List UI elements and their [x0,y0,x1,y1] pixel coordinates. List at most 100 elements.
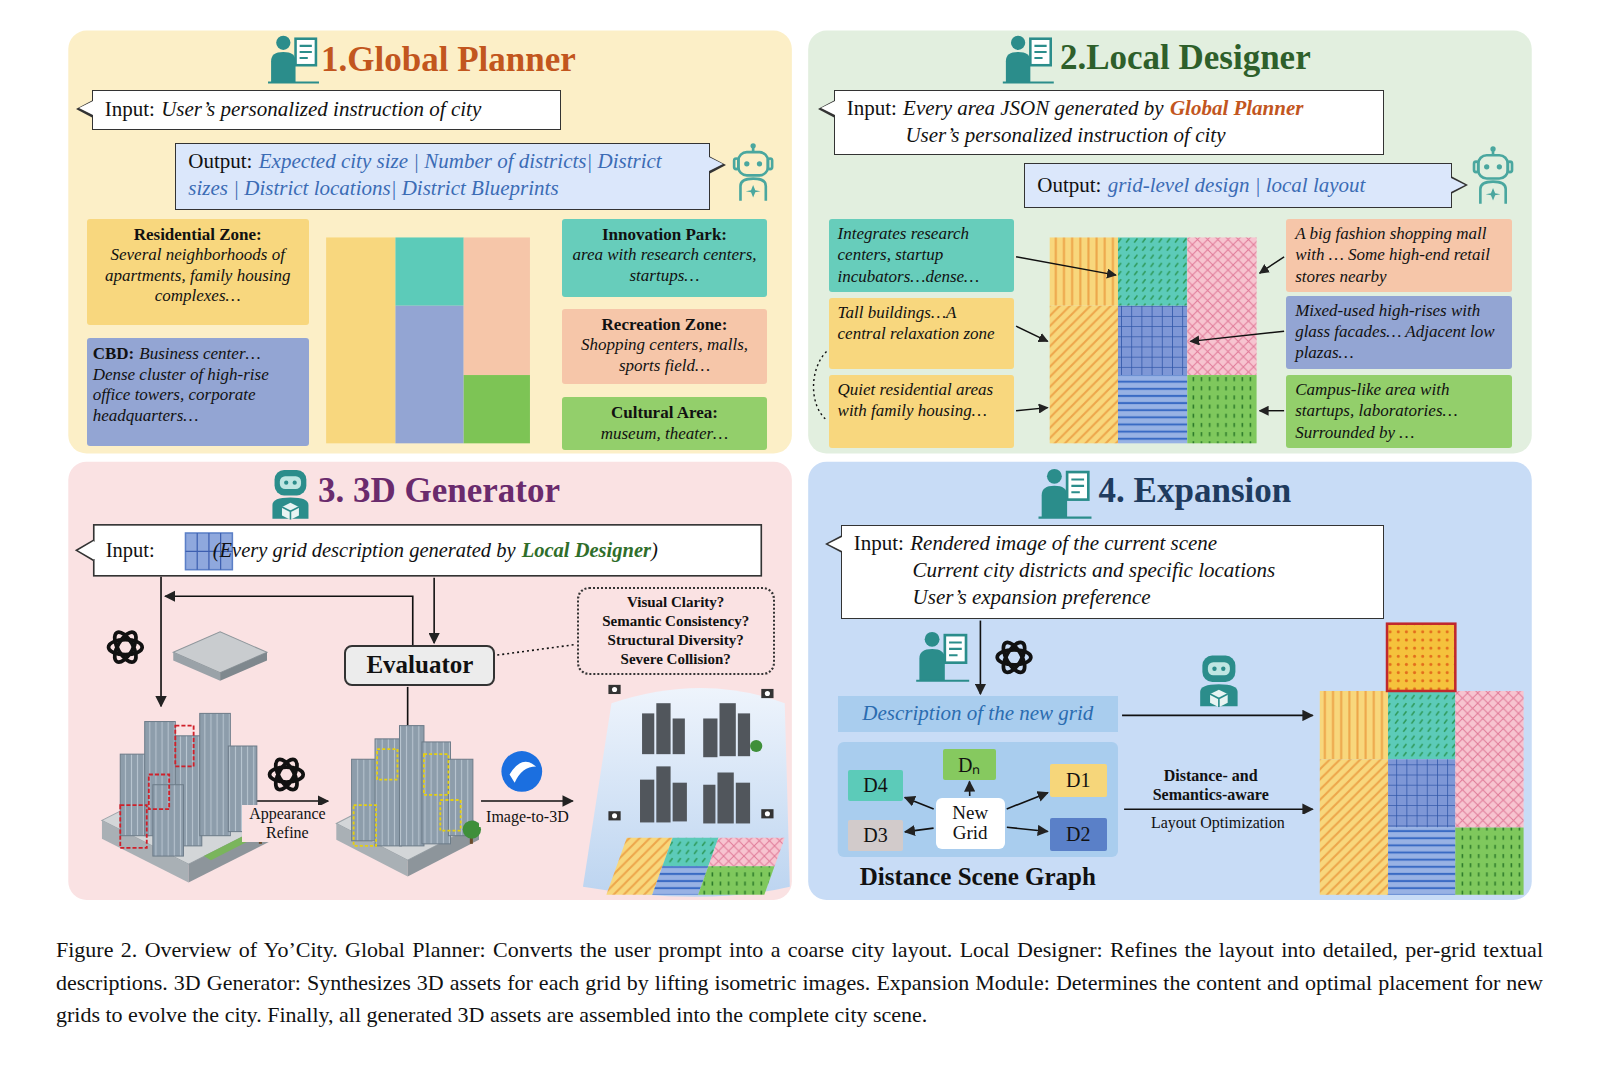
illustration-part [268,36,319,83]
illustration-part [1320,691,1388,759]
illustration-part [481,800,573,802]
illustration-part [326,237,395,443]
illustration-part [765,691,770,696]
figure-caption: Figure 2. Overview of Yo’City. Global Pl… [56,934,1543,1032]
coarse-city-layout [326,237,530,443]
illustration-part [395,306,463,444]
illustration-part [612,687,770,818]
illustration-part [608,685,620,694]
node-text: Evaluator [366,651,473,679]
node-text: Severe Collision? [583,650,769,669]
node-text: (Every grid description generated by [213,537,516,564]
illustration-part [703,718,717,757]
panel-title: 4. Expansion [1099,470,1292,512]
node-text: Structural Diversity? [583,631,769,650]
panel-grounds [68,31,1531,900]
illustration-part [612,687,617,692]
illustration-part [1474,146,1512,204]
node-text: Semantic Consistency? [583,612,769,631]
node-text: User’s personalized instruction of city [905,122,1371,149]
illustration-part [1388,691,1455,759]
node-text: D3 [863,824,887,847]
expanded-grid-layout [1320,624,1524,895]
node-text: Visual Clarity? [583,593,769,612]
node-text: CBD: [93,344,135,363]
illustration-part [1190,331,1284,341]
illustration-part [200,713,231,835]
illustration-part [173,652,220,681]
grid-description: Integrates research centers, startup inc… [829,219,1014,292]
illustration-part [354,805,376,846]
illustration-part [149,775,169,810]
district-node: D3 [848,820,903,851]
illustration-part [673,783,687,822]
illustration-part [1260,257,1284,273]
node-text: A big fashion shopping mall with … Some … [1295,224,1490,286]
grid-description: A big fashion shopping mall with … Some … [1286,219,1512,292]
connector [433,578,435,643]
illustration-part [656,703,670,754]
illustration-part [120,726,193,848]
district-node: D4 [848,770,903,801]
node-text: Residential Zone: [93,225,303,245]
node-text: Recreation Zone: [568,315,762,335]
panel-title: 1.Global Planner [321,39,576,81]
illustration-part [642,713,654,754]
node-text: Output: [1037,172,1101,199]
instruction-bubble: Output:Expected city size | Number of di… [175,143,710,210]
illustration-part [120,805,146,848]
instruction-bubble: Input:User’s personalized instruction of… [92,90,561,131]
illustration-part [153,785,184,856]
grid-description: Campus-like area with startups, laborato… [1286,375,1512,448]
illustration-part [1118,375,1187,443]
node-text: D1 [1066,769,1090,792]
node-text: User’s expansion preference [913,584,1371,611]
illustration-part [270,756,304,793]
ground-tile [173,632,267,681]
illustration-part [612,813,617,818]
zone-card: Innovation Park:area with research cente… [562,219,768,296]
illustration-part [1038,469,1091,518]
figure-label: Distance- and Semantics-aware [1134,767,1287,804]
node-text: ) [651,537,658,564]
illustration-part [400,726,424,846]
illustration-part [1187,375,1256,443]
node-text: Innovation Park: [568,225,762,245]
illustration-part [510,762,536,783]
node-text: Input: [106,537,155,564]
illustration-part [407,687,409,729]
illustration-part [738,713,750,756]
illustration-part [1016,326,1048,341]
illustration-part [1388,759,1455,827]
evaluator-box: Evaluator [344,645,495,686]
illustration-part [761,809,773,818]
illustration-part [673,718,685,754]
description-band: Description of the new grid [838,696,1118,732]
input-bubble: Input: (Every grid description generated … [94,525,762,576]
node-text: museum, theater… [568,424,762,444]
refined-block-image [336,726,481,877]
connector [905,828,934,832]
illustration-part [1124,808,1313,810]
illustration-part [698,866,774,895]
node-text: Description of the new grid [862,701,1093,726]
district-node: D2 [1050,818,1107,851]
zone-card: Cultural Area:museum, theater… [562,397,768,450]
illustration-part [1003,36,1054,83]
illustration-part [1050,237,1118,305]
illustration-part [1016,257,1116,275]
district-node: Dₙ [943,749,996,780]
illustration-part [1016,408,1048,411]
illustration-part [808,462,1532,900]
node-text: User’s personalized instruction of city [161,96,481,123]
illustration-part [765,811,770,816]
illustration-part [1200,656,1237,708]
illustration-part [94,525,762,576]
connector [497,645,575,655]
connector [969,782,971,796]
panel-title: 2.Local Designer [1060,37,1311,79]
instruction-bubble: Input:Every area JSON generated byGlobal… [834,90,1384,155]
illustration-part [440,800,460,831]
